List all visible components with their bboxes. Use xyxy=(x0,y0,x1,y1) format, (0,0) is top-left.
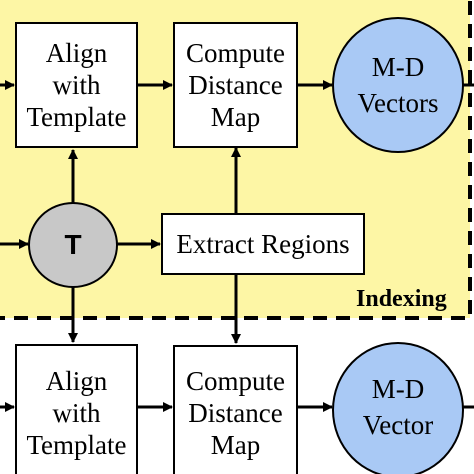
md-vectors-node-top: M-D Vectors xyxy=(332,17,464,153)
vector-label-line: Vectors xyxy=(357,88,439,118)
distance-label-line: Map xyxy=(210,102,261,132)
compute-distance-map-box-top: Compute Distance Map xyxy=(173,22,298,148)
extract-label-line: Extract Regions xyxy=(176,229,350,259)
compute-distance-map-box-bottom: Compute Distance Map xyxy=(173,345,298,474)
align-label-line: with xyxy=(52,398,101,428)
t-node: T xyxy=(28,202,118,288)
align-label-line: Template xyxy=(26,430,127,460)
indexing-label: Indexing xyxy=(356,286,447,312)
distance-label-line: Compute xyxy=(186,38,285,68)
align-label-line: Align xyxy=(45,366,108,396)
align-label-line: Align xyxy=(45,38,108,68)
vector-label-line: M-D xyxy=(371,374,425,404)
t-node-label: T xyxy=(64,229,82,260)
align-label-line: with xyxy=(52,70,101,100)
md-vector-node-bottom: M-D Vector xyxy=(332,342,464,474)
distance-label-line: Compute xyxy=(186,365,285,396)
distance-label-line: Distance xyxy=(188,70,283,100)
align-with-template-box-top: Align with Template xyxy=(15,22,138,148)
align-label-line: Template xyxy=(26,102,127,132)
align-with-template-box-bottom: Align with Template xyxy=(15,344,138,474)
vector-label-line: Vector xyxy=(362,410,434,440)
vector-label-line: M-D xyxy=(371,52,425,82)
distance-label-line: Map xyxy=(210,429,261,460)
extract-regions-box: Extract Regions xyxy=(161,213,365,275)
distance-label-line: Distance xyxy=(188,397,283,428)
